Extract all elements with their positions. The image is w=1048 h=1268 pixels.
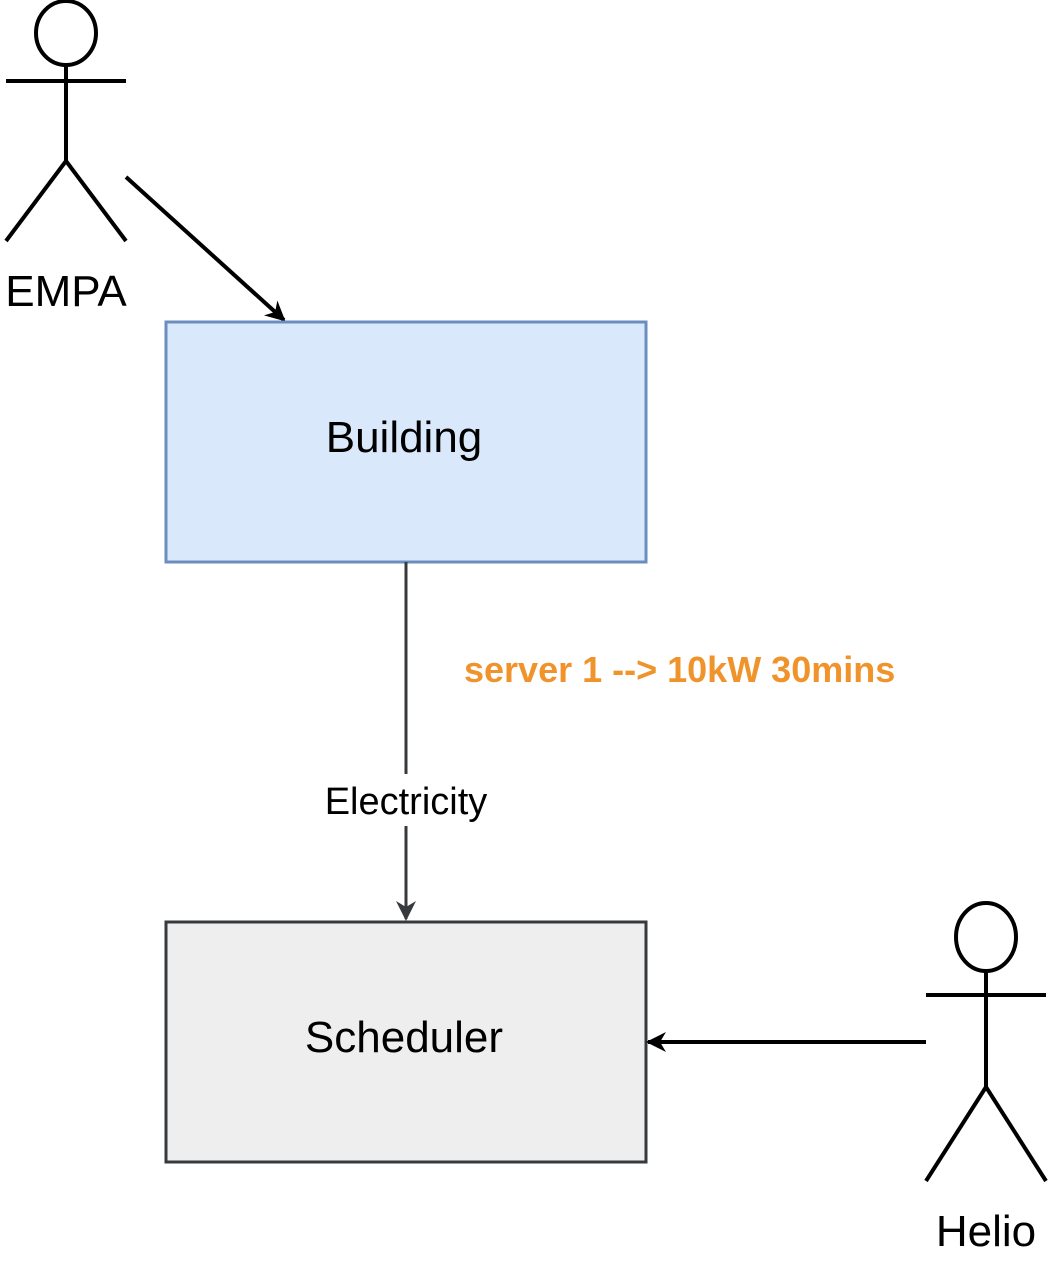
building-box: [164, 320, 648, 564]
building-label: Building: [326, 413, 483, 462]
electricity-edge[interactable]: Electricity: [325, 562, 488, 921]
empa-actor-figure-icon: [4, 0, 128, 243]
empa-actor[interactable]: EMPA: [4, 0, 128, 316]
server-note: server 1 --> 10kW 30mins: [464, 649, 895, 690]
empa-actor-label: EMPA: [5, 267, 127, 316]
scheduler-label: Scheduler: [305, 1013, 503, 1062]
building-node[interactable]: Building: [164, 320, 648, 564]
helio-actor-figure-icon: [924, 901, 1048, 1183]
electricity-edge-label: Electricity: [325, 781, 488, 823]
helio-actor-label: Helio: [936, 1207, 1036, 1256]
empa-to-building-arrow[interactable]: [124, 175, 286, 322]
scheduler-node[interactable]: Scheduler: [164, 920, 648, 1164]
scheduler-box: [164, 920, 648, 1164]
helio-actor[interactable]: Helio: [924, 901, 1048, 1256]
